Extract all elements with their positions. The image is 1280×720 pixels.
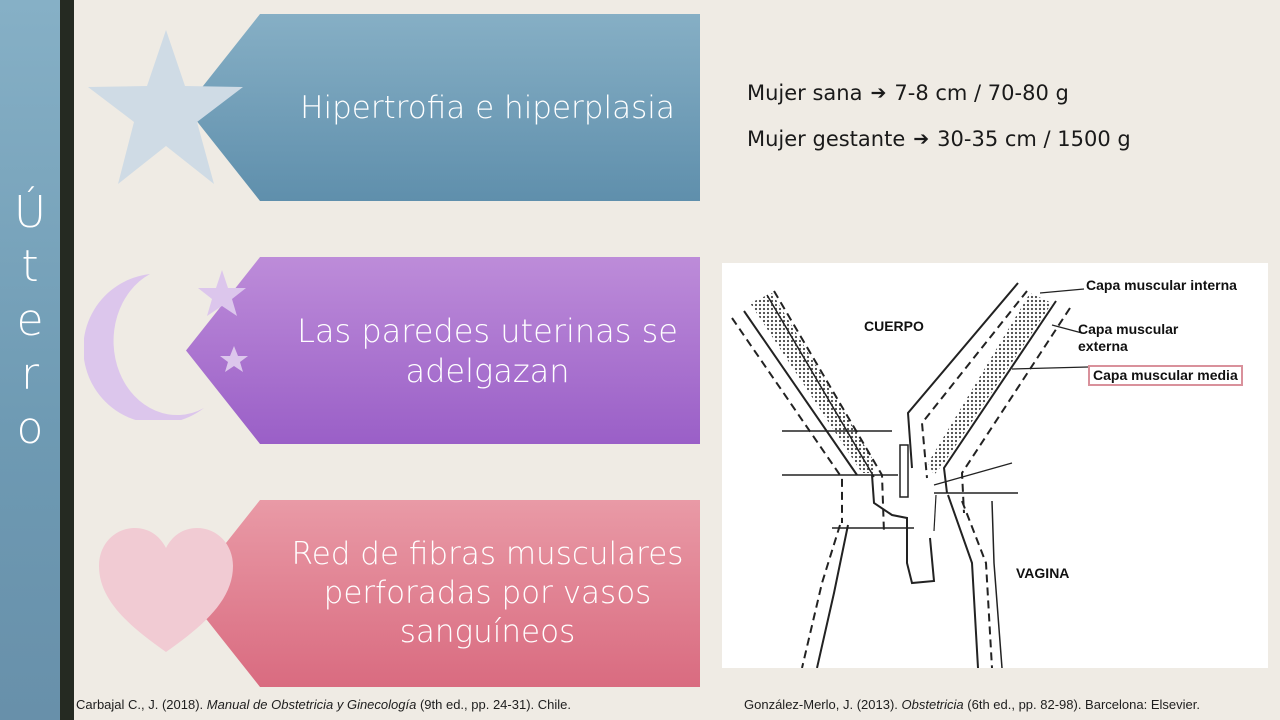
fact-value: 30-35 cm / 1500 g <box>937 127 1131 151</box>
label-capa-externa: Capa muscular externa <box>1078 321 1178 355</box>
shape-3-text: Red de fibras musculares perforadas por … <box>291 536 684 650</box>
sidebar-divider <box>60 0 74 720</box>
citation-left: Carbajal C., J. (2018). Manual de Obstet… <box>76 697 571 712</box>
process-shape-3 <box>186 500 700 687</box>
label-cuerpo: CUERPO <box>864 318 924 334</box>
citation-left-title: Manual de Obstetricia y Ginecología <box>206 697 417 712</box>
shape-1-text: Hipertrofia e hiperplasia <box>300 89 675 126</box>
fact-healthy: Mujer sana ➔ 7-8 cm / 70-80 g <box>747 70 1131 116</box>
fact-label: Mujer gestante <box>747 127 906 151</box>
title-letter: o <box>16 403 44 454</box>
label-vagina: VAGINA <box>1016 565 1070 581</box>
uterus-drawing <box>731 282 1089 668</box>
shape-2-text: Las paredes uterinas se adelgazan <box>297 311 678 390</box>
citation-left-author: Carbajal C., J. (2018). <box>76 697 207 712</box>
fact-label: Mujer sana <box>747 81 863 105</box>
citation-right: González-Merlo, J. (2013). Obstetricia (… <box>744 697 1200 712</box>
moon-stars-icon <box>84 270 248 420</box>
sidebar-accent <box>0 0 60 720</box>
citation-right-author: González-Merlo, J. (2013). <box>744 697 902 712</box>
title-letter: Ú <box>13 187 47 238</box>
process-shape-2 <box>186 257 700 444</box>
page-title: Ú t e r o <box>0 186 60 456</box>
label-capa-interna: Capa muscular interna <box>1086 277 1237 293</box>
label-capa-media: Capa muscular media <box>1088 365 1243 386</box>
citation-right-title: Obstetricia <box>901 697 964 712</box>
title-letter: e <box>16 295 44 346</box>
fact-pregnant: Mujer gestante ➔ 30-35 cm / 1500 g <box>747 116 1131 162</box>
title-letter: t <box>21 241 39 292</box>
fact-value: 7-8 cm / 70-80 g <box>894 81 1069 105</box>
title-letter: r <box>20 349 40 400</box>
arrow-right-icon: ➔ <box>870 82 887 104</box>
size-facts: Mujer sana ➔ 7-8 cm / 70-80 g Mujer gest… <box>747 70 1131 162</box>
heart-icon <box>99 528 233 652</box>
star-icon <box>88 30 243 184</box>
citation-right-details: (6th ed., pp. 82-98). Barcelona: Elsevie… <box>963 697 1200 712</box>
process-shape-1 <box>186 14 700 201</box>
uterus-diagram: CUERPO Capa muscular interna Capa muscul… <box>722 263 1268 668</box>
label-capa-externa-line-2: externa <box>1078 338 1128 354</box>
label-capa-externa-line-1: Capa muscular <box>1078 321 1179 337</box>
arrow-right-icon: ➔ <box>913 128 930 150</box>
citation-left-details: (9th ed., pp. 24-31). Chile. <box>416 697 571 712</box>
